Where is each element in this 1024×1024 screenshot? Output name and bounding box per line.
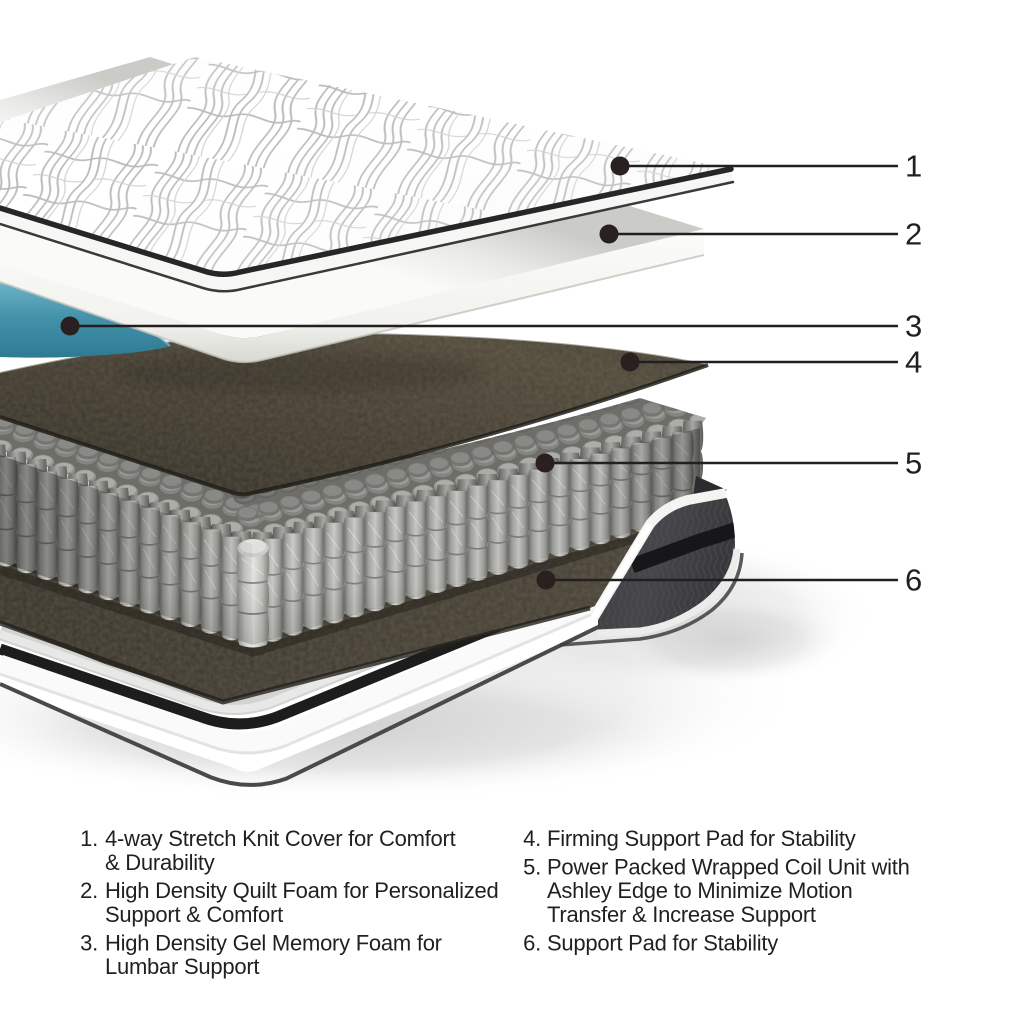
- svg-text:Support & Comfort: Support & Comfort: [105, 902, 283, 927]
- svg-text:4.: 4.: [523, 826, 541, 851]
- svg-text:High Density Quilt Foam for Pe: High Density Quilt Foam for Personalized: [105, 878, 499, 903]
- svg-text:& Durability: & Durability: [105, 850, 215, 875]
- svg-text:2.: 2.: [80, 878, 98, 903]
- svg-text:Power Packed Wrapped Coil Unit: Power Packed Wrapped Coil Unit with: [547, 854, 910, 879]
- svg-text:6.: 6.: [523, 930, 541, 955]
- svg-text:3.: 3.: [80, 930, 98, 955]
- svg-text:4-way Stretch Knit Cover for C: 4-way Stretch Knit Cover for Comfort: [105, 826, 456, 851]
- svg-text:High Density Gel Memory Foam f: High Density Gel Memory Foam for: [105, 930, 442, 955]
- svg-text:1: 1: [905, 149, 922, 184]
- svg-text:Support Pad for Stability: Support Pad for Stability: [547, 930, 778, 955]
- svg-text:5.: 5.: [523, 854, 541, 879]
- svg-text:2: 2: [905, 217, 922, 252]
- svg-text:1.: 1.: [80, 826, 98, 851]
- svg-text:Firming Support Pad for Stabil: Firming Support Pad for Stability: [547, 826, 856, 851]
- svg-text:5: 5: [905, 446, 922, 481]
- svg-text:6: 6: [905, 563, 922, 598]
- svg-text:4: 4: [905, 345, 922, 380]
- svg-text:3: 3: [905, 309, 922, 344]
- svg-text:Transfer & Increase Support: Transfer & Increase Support: [547, 902, 816, 927]
- svg-text:Ashley Edge to Minimize Motion: Ashley Edge to Minimize Motion: [547, 878, 853, 903]
- svg-text:Lumbar Support: Lumbar Support: [105, 954, 259, 979]
